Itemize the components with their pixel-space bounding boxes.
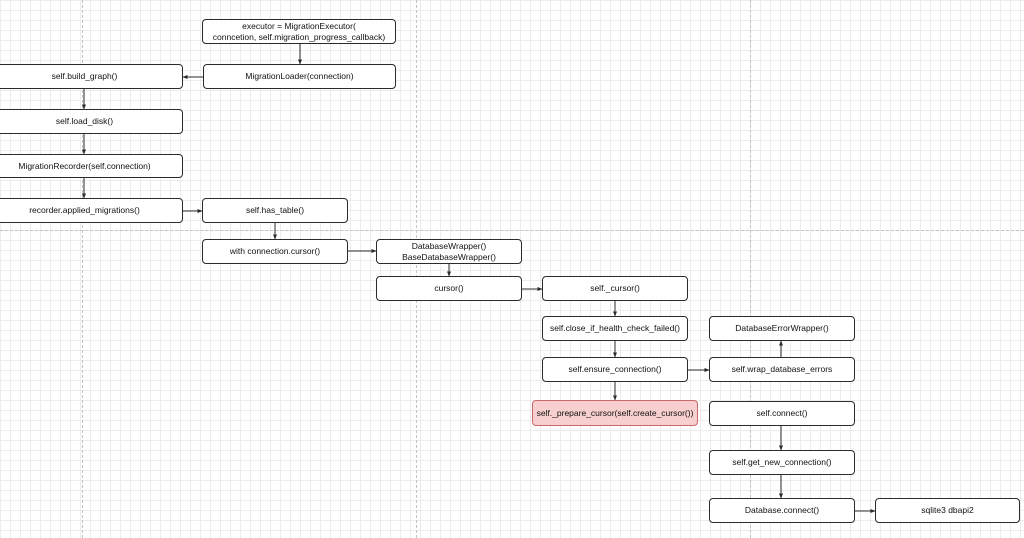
close-if-health-check-node[interactable]: self.close_if_health_check_failed() bbox=[542, 316, 688, 341]
get-new-connection-node[interactable]: self.get_new_connection() bbox=[709, 450, 855, 475]
sqlite3-dbapi2-node[interactable]: sqlite3 dbapi2 bbox=[875, 498, 1020, 523]
lane-divider bbox=[0, 230, 1024, 231]
prepare-cursor-node[interactable]: self._prepare_cursor(self.create_cursor(… bbox=[532, 400, 698, 426]
load-disk-node[interactable]: self.load_disk() bbox=[0, 109, 183, 134]
database-connect-node[interactable]: Database.connect() bbox=[709, 498, 855, 523]
build-graph-node[interactable]: self.build_graph() bbox=[0, 64, 183, 89]
has-table-node[interactable]: self.has_table() bbox=[202, 198, 348, 223]
database-wrapper-node[interactable]: DatabaseWrapper() BaseDatabaseWrapper() bbox=[376, 239, 522, 264]
applied-migrations-node[interactable]: recorder.applied_migrations() bbox=[0, 198, 183, 223]
lane-divider bbox=[416, 0, 417, 538]
self-cursor-node[interactable]: self._cursor() bbox=[542, 276, 688, 301]
cursor-node[interactable]: cursor() bbox=[376, 276, 522, 301]
wrap-database-errors-node[interactable]: self.wrap_database_errors bbox=[709, 357, 855, 382]
executor-node[interactable]: executor = MigrationExecutor( conncetion… bbox=[202, 19, 396, 44]
lane-divider bbox=[82, 0, 83, 538]
ensure-connection-node[interactable]: self.ensure_connection() bbox=[542, 357, 688, 382]
with-cursor-node[interactable]: with connection.cursor() bbox=[202, 239, 348, 264]
lane-divider bbox=[750, 0, 751, 538]
migration-recorder-node[interactable]: MigrationRecorder(self.connection) bbox=[0, 154, 183, 178]
connect-node[interactable]: self.connect() bbox=[709, 401, 855, 426]
migration-loader-node[interactable]: MigrationLoader(connection) bbox=[203, 64, 396, 89]
database-error-wrapper-node[interactable]: DatabaseErrorWrapper() bbox=[709, 316, 855, 341]
